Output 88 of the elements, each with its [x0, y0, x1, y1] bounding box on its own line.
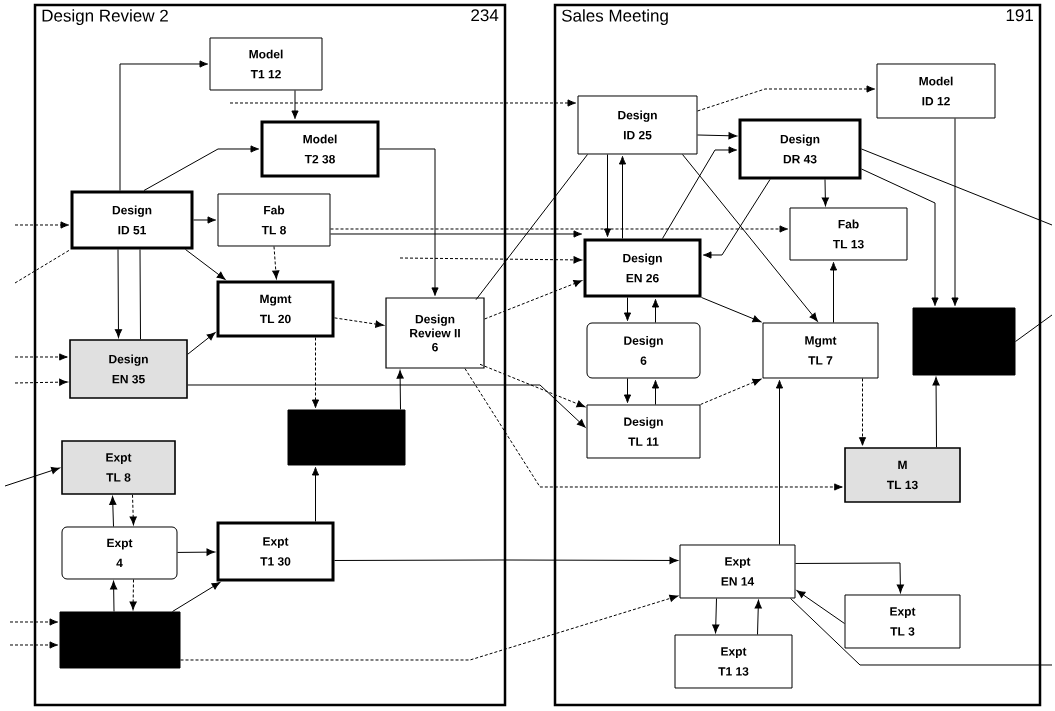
rounded-box: Expt 4	[61, 526, 178, 580]
arrow	[651, 298, 660, 323]
process-box: Mgmt TL 20	[216, 280, 335, 338]
arrow	[129, 494, 137, 526]
connector-line	[1015, 314, 1053, 342]
arrow	[272, 246, 280, 280]
arrow	[291, 90, 299, 120]
arrow	[623, 378, 632, 404]
arrow	[479, 363, 586, 408]
arrow	[951, 118, 959, 307]
arrow	[829, 261, 838, 323]
arrow	[172, 582, 221, 612]
arrow	[662, 146, 738, 239]
connector-line	[475, 154, 588, 301]
arrow	[119, 60, 209, 191]
arrow	[861, 168, 939, 307]
arrow	[651, 379, 660, 405]
process-box: Design DR 43	[738, 118, 862, 180]
arrow	[129, 579, 137, 611]
arrow	[603, 154, 612, 238]
arrow	[143, 145, 260, 191]
arrow	[14, 378, 68, 386]
shaded-box: Design EN 35	[69, 339, 188, 399]
arrow	[932, 376, 940, 448]
process-box: Design ID 25	[577, 95, 698, 155]
arrow	[229, 99, 577, 107]
process-box: Design ID 51	[70, 190, 194, 250]
process-box: Expt TL 3	[844, 594, 961, 649]
process-box: Design TL 11	[586, 404, 701, 459]
filled-box	[59, 611, 181, 669]
arrow	[193, 216, 217, 224]
connector-line	[139, 249, 141, 340]
arrow	[701, 297, 762, 323]
arrow	[110, 580, 118, 612]
arrow	[14, 353, 68, 361]
arrow	[187, 332, 216, 355]
arrow	[821, 179, 829, 207]
process-box: Fab TL 8	[217, 193, 331, 247]
filled-box	[287, 409, 406, 466]
process-box: Expt T1 30	[216, 521, 335, 582]
arrow	[464, 368, 843, 491]
process-box: Design EN 26	[583, 238, 702, 298]
arrow	[697, 132, 738, 140]
arrow	[712, 598, 720, 634]
arrow	[700, 378, 762, 405]
arrow	[9, 641, 59, 649]
process-box: Model T2 38	[260, 120, 380, 178]
arrow	[858, 378, 867, 446]
arrow	[114, 249, 123, 338]
connector-line	[14, 249, 71, 284]
process-box: Mgmt TL 7	[762, 322, 879, 379]
arrow	[775, 379, 784, 545]
connector-line	[790, 598, 1053, 666]
arrow	[754, 599, 762, 635]
arrow	[330, 230, 583, 238]
arrow	[396, 370, 404, 410]
arrow	[796, 590, 845, 624]
arrow	[311, 337, 320, 409]
process-box: Model T1 12	[209, 37, 323, 91]
connector-line	[861, 148, 1053, 226]
arrow	[185, 249, 226, 280]
arrow	[623, 297, 632, 322]
arrow	[334, 556, 679, 565]
rounded-box: Design 6	[586, 322, 701, 379]
arrow	[311, 466, 320, 522]
arrow	[334, 317, 384, 328]
arrow	[109, 496, 117, 527]
process-box: Expt T1 13	[674, 634, 793, 689]
process-box: Expt EN 14	[679, 544, 796, 599]
arrow	[4, 467, 60, 487]
arrow	[697, 85, 876, 112]
arrow	[379, 148, 439, 296]
arrow	[484, 280, 583, 320]
arrow	[9, 618, 59, 626]
arrow	[177, 548, 216, 556]
arrow	[180, 594, 679, 661]
arrow	[795, 562, 904, 594]
arrow	[330, 225, 789, 233]
arrow	[702, 179, 771, 259]
arrow	[618, 155, 627, 239]
arrow	[682, 154, 818, 322]
arrow	[14, 221, 70, 229]
process-box: Model ID 12	[876, 63, 996, 119]
arrow	[399, 256, 583, 264]
shaded-box: Expt TL 8	[61, 440, 176, 495]
process-box: Fab TL 13	[789, 207, 908, 261]
shaded-box: M TL 13	[844, 447, 961, 503]
arrow	[187, 384, 586, 428]
